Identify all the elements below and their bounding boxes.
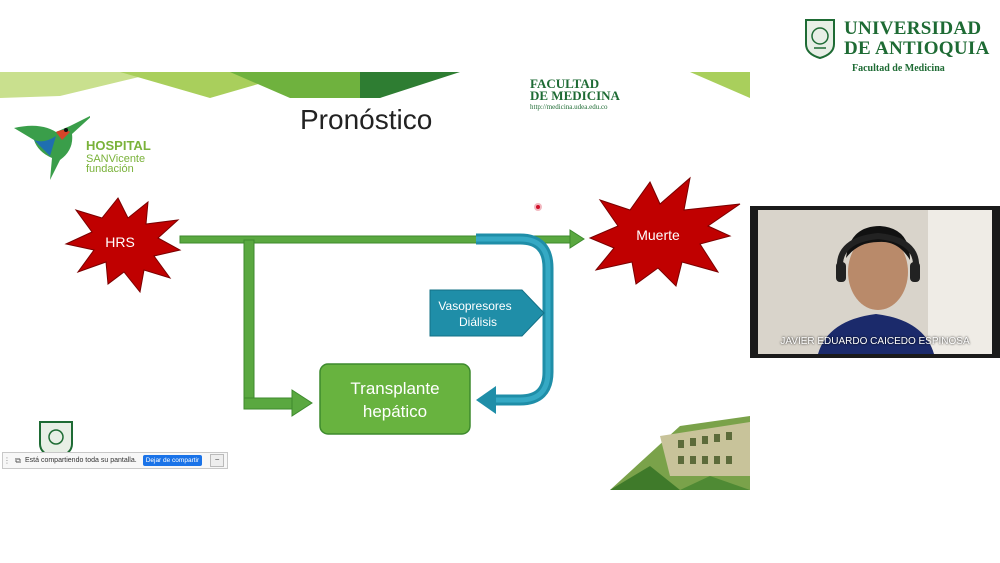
slide-header-decoration [0,72,750,98]
facultad-medicina-logo: FACULTAD DE MEDICINA http://medicina.ude… [530,76,640,112]
stop-sharing-button[interactable]: Dejar de compartir [142,455,203,466]
hospital-name: HOSPITAL [86,138,151,153]
university-name-line2: DE ANTIOQUIA [844,38,990,59]
faculty-subtitle: Facultad de Medicina [852,63,945,74]
transplante-hepatico-box: Transplante hepático [319,363,471,435]
muerte-label: Muerte [636,227,680,243]
screen-share-icon: ⧉ [15,455,21,465]
dialisis-label: Diálisis [459,315,497,329]
university-small-seal-icon [39,421,73,460]
muerte-star: Muerte [588,176,741,287]
screen-share-bar[interactable]: ⋮ ⧉ Está compartiendo toda su pantalla. … [2,452,228,469]
hospital-subname-line1: SANVicente [86,153,146,165]
participant-video-tile[interactable]: JAVIER EDUARDO CAICEDO ESPINOSA [750,206,1000,358]
facultad-line1: FACULTAD [530,76,600,91]
transplante-label: Transplante [350,379,439,398]
hospital-subname-line2: fundación [86,163,134,175]
campus-building-image [560,416,750,490]
prognosis-flow-diagram: HRS Muerte Vasopresores Diálisis Transpl… [64,176,741,435]
hummingbird-icon [14,116,90,180]
video-feed [758,210,992,354]
laser-pointer [534,203,542,211]
participant-name-label: JAVIER EDUARDO CAICEDO ESPINOSA [780,336,970,347]
hospital-logo: HOSPITAL SANVicente fundación [10,106,160,186]
university-seal-icon [805,19,835,60]
slide-title: Pronóstico [300,104,433,135]
hide-bar-button[interactable]: – [210,454,225,467]
arrow-muerte-branch-to-transplante [476,233,554,414]
arrow-hrs-to-muerte [179,229,585,249]
hrs-star: HRS [64,197,182,294]
participant-avatar-icon [758,210,992,354]
drag-handle-icon[interactable]: ⋮ [3,456,11,465]
vasopresores-label: Vasopresores [438,299,511,313]
hospital-subname: SANVicente fundación [86,153,146,175]
facultad-url: http://medicina.udea.edu.co [530,103,608,111]
hepatico-label: hepático [363,402,427,421]
share-status-text: Está compartiendo toda su pantalla. [25,457,137,464]
vasopresores-dialisis-box: Vasopresores Diálisis [429,289,545,337]
shared-slide: HOSPITAL SANVicente fundación FACULTAD D… [0,72,750,490]
university-name-line1: UNIVERSIDAD [844,18,982,39]
hrs-label: HRS [105,234,135,250]
universidad-antioquia-logo: UNIVERSIDAD DE ANTIOQUIA Facultad de Med… [802,14,992,76]
facultad-line2: DE MEDICINA [530,88,620,103]
arrow-hrs-to-transplante [243,239,313,417]
